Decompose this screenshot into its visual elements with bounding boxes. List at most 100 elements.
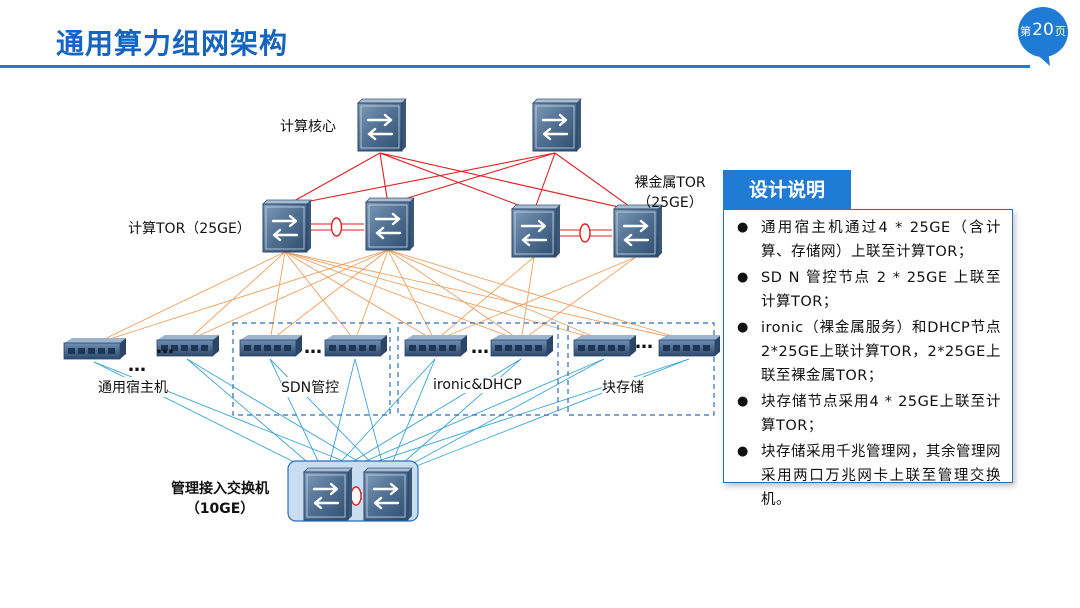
core-switch-icon-top [532, 98, 582, 104]
network-diagram [63, 98, 720, 522]
server-icon-top [491, 335, 553, 340]
mgmt-link [186, 358, 327, 479]
server-icon-top [659, 335, 720, 340]
server-icon-bay [108, 348, 115, 354]
server-icon-bay [588, 345, 595, 351]
mgmt-switch-icon [303, 471, 349, 521]
mgmt-link [186, 358, 387, 479]
bm-tor-lag-oval [579, 223, 591, 243]
server-icon-bay [274, 345, 281, 351]
core-switch-icon-side [577, 99, 581, 151]
tor-link [93, 251, 286, 345]
mgmt-switch-icon-bezel [306, 474, 346, 518]
group-label-hosts: 通用宿主机 [98, 377, 168, 397]
group-label-sdn: SDN管控 [281, 377, 340, 397]
server-icon-bay [449, 345, 456, 351]
compute-tor-switch-icon-arrow-right-icon [271, 214, 298, 228]
server-icon-bay [369, 345, 376, 351]
mgmt-link [325, 358, 436, 479]
mgmt-switch-icon [363, 471, 409, 521]
design-note: 块存储节点采用4 * 25GE上联至计算TOR； [737, 390, 1001, 438]
server-icon-bay [88, 348, 95, 354]
core-link [554, 152, 637, 212]
ellipsis-ironic: … [471, 337, 489, 358]
mgmt-link [354, 358, 387, 479]
server-icon-bay [703, 345, 710, 351]
group-box [232, 322, 391, 416]
compute-tor-switch-icon-arrow-left-icon [375, 226, 402, 240]
server-icon-bay [201, 345, 208, 351]
ellipsis-storage: … [635, 332, 653, 353]
core-switch-icon-arrow-left-icon [367, 127, 394, 141]
server-icon-bay [339, 345, 346, 351]
mgmt-switch-icon-bezel [366, 474, 406, 518]
tor-link [354, 249, 389, 342]
core-link [379, 152, 535, 212]
server-icon-bay [608, 345, 615, 351]
tor-link [186, 249, 389, 342]
mgmt-switch-label: 管理接入交换机 （10GE） [160, 478, 280, 518]
server-icon-bay [535, 345, 542, 351]
server-icon-bay [663, 345, 670, 351]
server-icon-bay [578, 345, 585, 351]
design-note: SD N 管控节点 2 * 25GE 上联至计算TOR； [737, 266, 1001, 314]
compute-tor-switch-icon [262, 203, 308, 253]
core-link [284, 152, 556, 207]
page-prefix: 第 [1020, 25, 1032, 38]
mgmt-link [325, 358, 605, 479]
core-switch-icon-bezel [535, 105, 575, 149]
mgmt-switch-icon-top [363, 467, 413, 473]
server-icon-top [64, 338, 126, 343]
mgmt-switch-icon-arrow-left-icon [373, 496, 400, 510]
ellipsis-sdn: … [304, 337, 322, 358]
mgmt-link [385, 358, 436, 479]
bm-tor-switch-icon-arrow-left-icon [521, 233, 548, 247]
bm-tor-label: 裸金属TOR （25GE） [624, 172, 716, 212]
mgmt-switch-lag-oval [350, 486, 362, 506]
group-box [567, 322, 715, 416]
compute-tor-switch-icon-arrow-left-icon [272, 228, 299, 242]
page-number: 第20页 [1012, 20, 1074, 40]
compute-tor-label: 计算TOR（25GE） [128, 221, 251, 237]
tor-link [387, 249, 436, 342]
mgmt-switch-icon-arrow-right-icon [312, 482, 339, 496]
server-icon-bay [171, 345, 178, 351]
tor-link [93, 249, 389, 345]
server-icon-bay [98, 348, 105, 354]
server-icon-bay [618, 345, 625, 351]
compute-tor-switch-icon-side [410, 198, 414, 250]
compute-tor-switch-icon-bezel [368, 204, 408, 248]
core-link [379, 152, 389, 205]
server-icon-side [715, 335, 720, 356]
server-icon-bay [429, 345, 436, 351]
server-icon-side [120, 338, 126, 359]
core-switch-icon-top [357, 98, 407, 104]
server-icon-bay [673, 345, 680, 351]
server-icon-bay [264, 345, 271, 351]
bm-tor-switch-icon [511, 208, 557, 258]
core-switch-icon-arrow-right-icon [541, 113, 568, 127]
design-notes-heading: 设计说明 [723, 170, 851, 210]
server-icon-side [461, 335, 467, 356]
server-icon-top [157, 335, 219, 340]
tor-link [387, 249, 605, 342]
mgmt-switch-label-line2: （10GE） [185, 501, 255, 517]
compute-tor-lag-oval [330, 217, 343, 237]
server-icon-top [325, 335, 387, 340]
server-icon-bay [505, 345, 512, 351]
server-icon-side [296, 335, 302, 356]
design-notes-list: 通用宿主机通过4 * 25GE（含计算、存储网）上联至计算TOR； SD N 管… [737, 216, 1001, 512]
server-icon-bay [161, 345, 168, 351]
server-icon-side [630, 335, 636, 356]
design-note: 通用宿主机通过4 * 25GE（含计算、存储网）上联至计算TOR； [737, 216, 1001, 264]
compute-tor-switch-icon-bezel [265, 206, 305, 250]
server-icon-bay [329, 345, 336, 351]
mgmt-switch-label-line1: 管理接入交换机 [171, 481, 269, 497]
tor-link [269, 249, 389, 342]
compute-tor-switch-icon-top [262, 199, 312, 205]
server-icon-bay [254, 345, 261, 351]
bm-tor-label-line1: 裸金属TOR [634, 175, 706, 191]
page-badge-icon [1018, 7, 1068, 66]
compute-core-label: 计算核心 [280, 119, 336, 135]
bm-tor-switch-icon-arrow-right-icon [520, 219, 547, 233]
